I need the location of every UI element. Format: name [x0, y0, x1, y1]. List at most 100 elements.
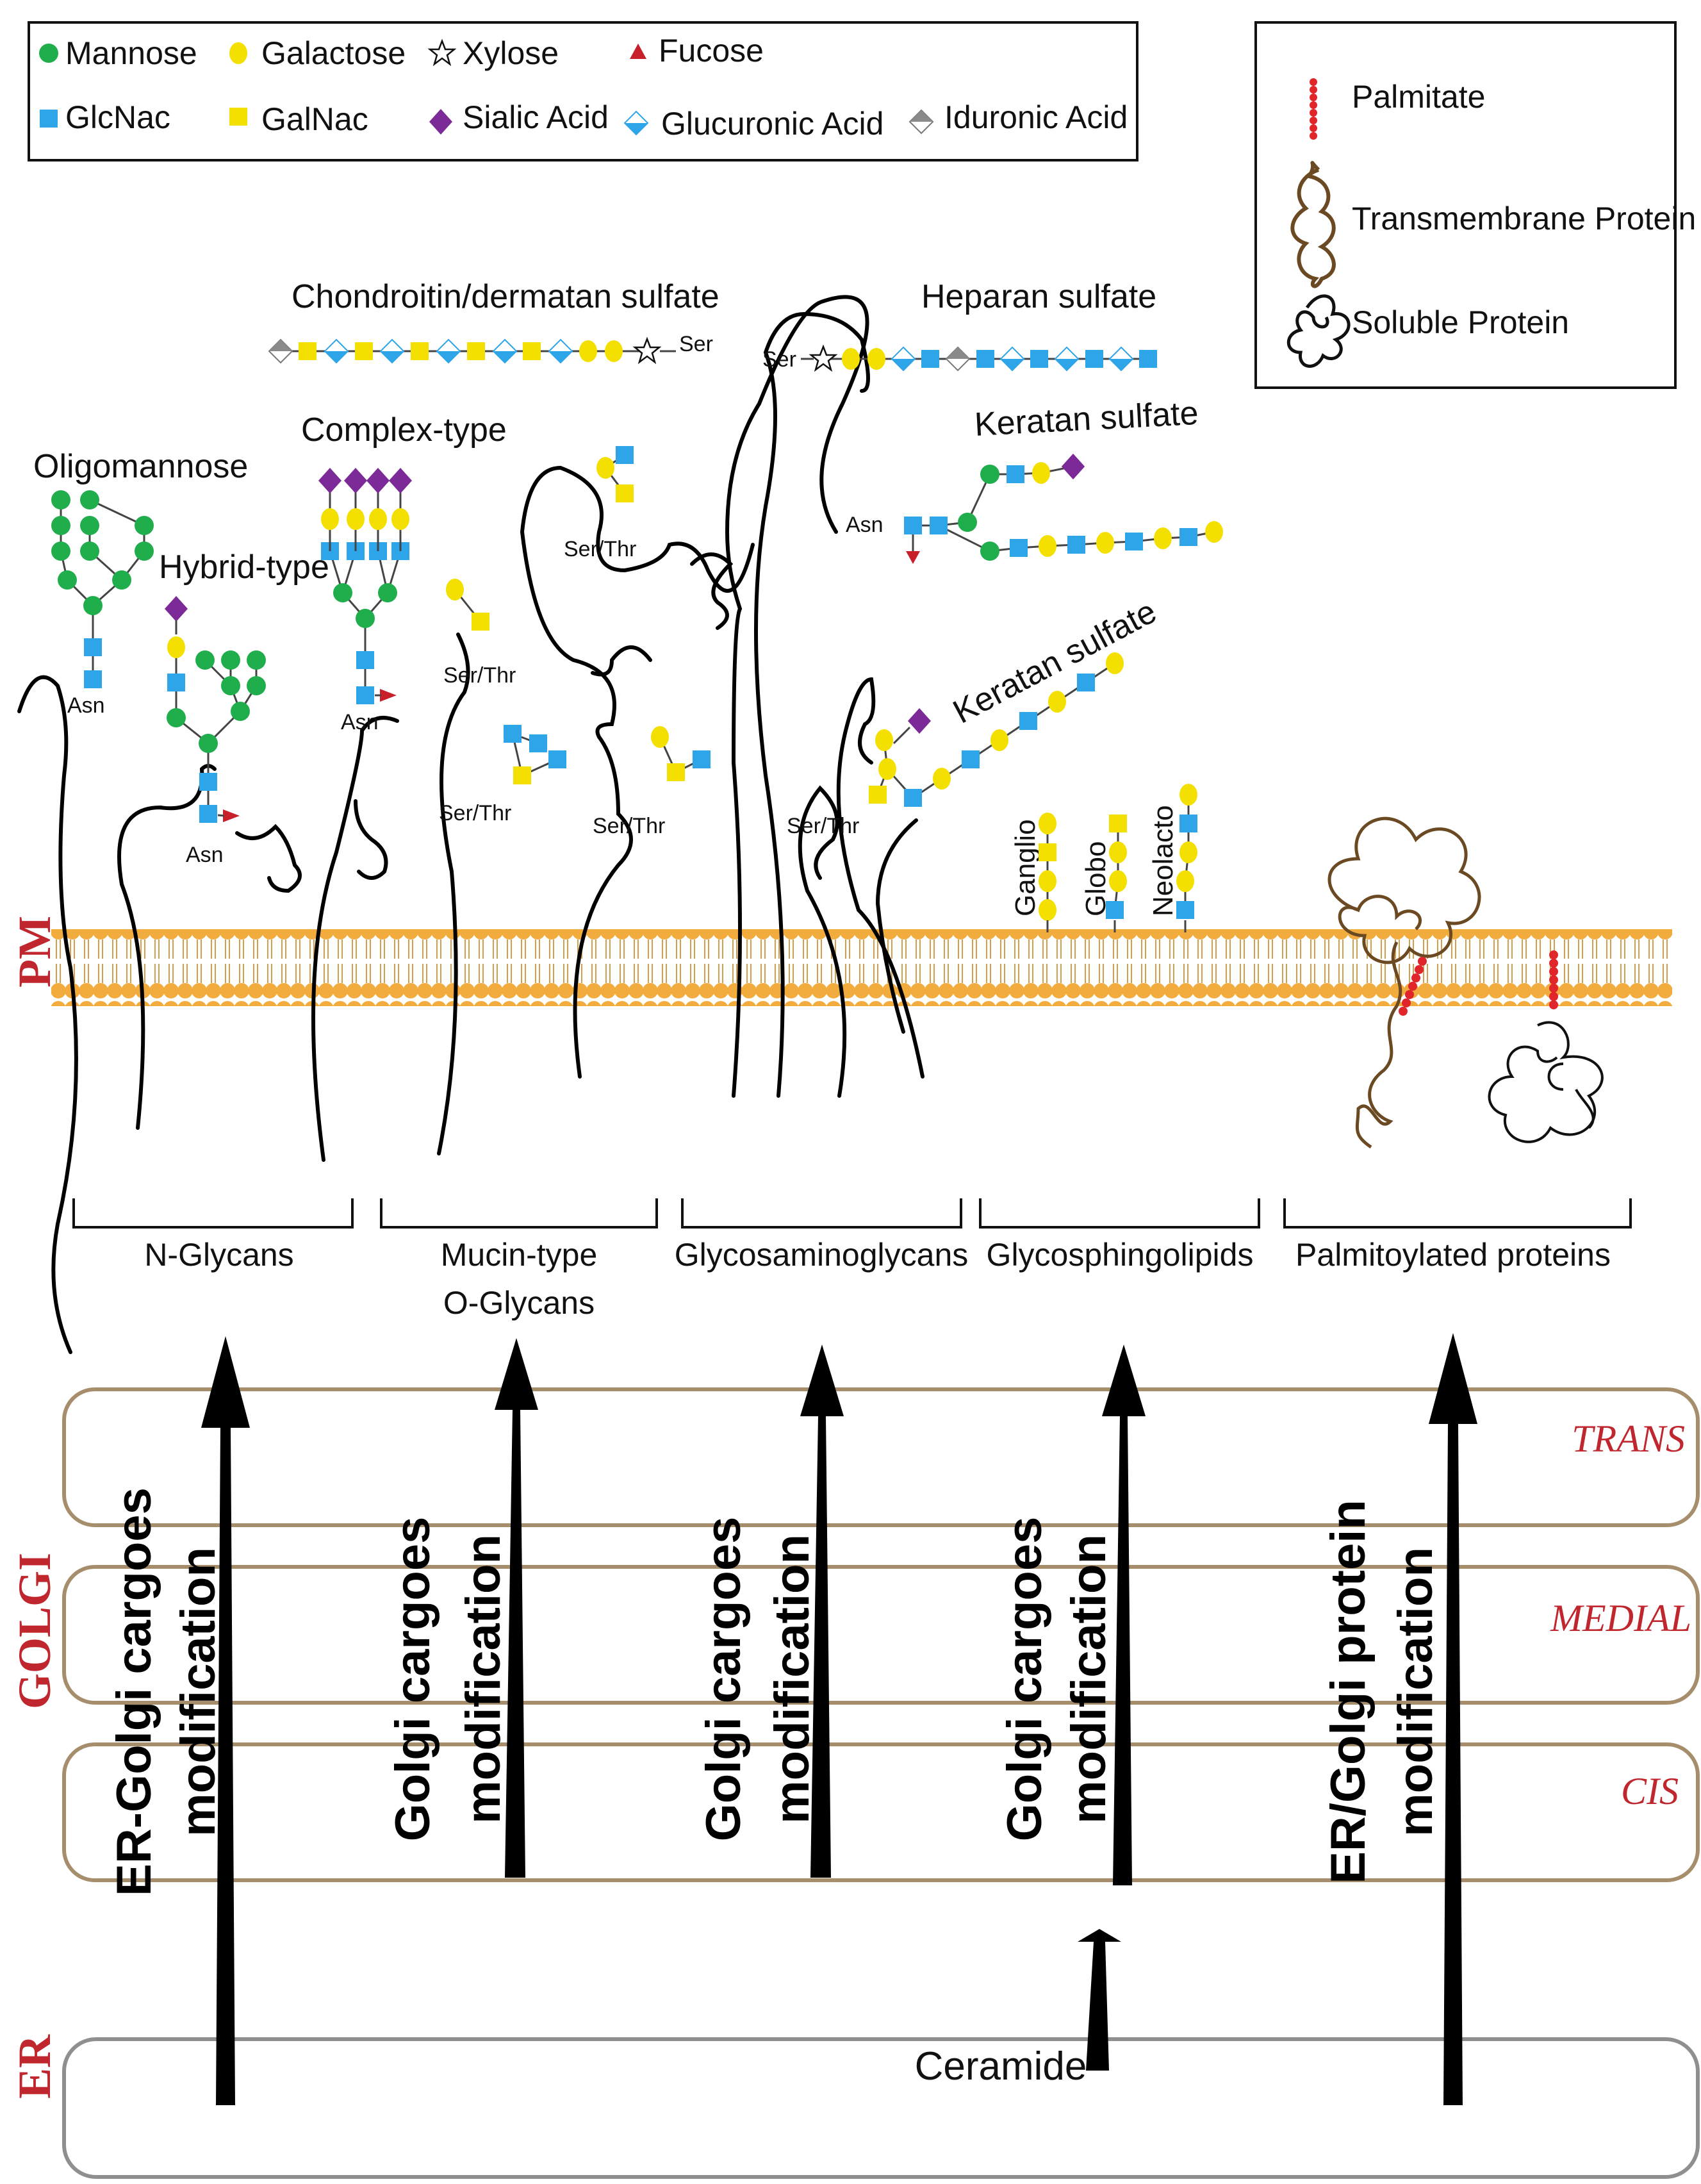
arrow3-line2: modification [765, 1534, 819, 1824]
galnac-icon [472, 613, 489, 631]
legend-iduronic: Iduronic Acid [944, 99, 1128, 135]
legend-galactose: Galactose [261, 35, 406, 71]
galactose-icon [1205, 521, 1223, 543]
category-nglycans: N-Glycans [144, 1237, 293, 1273]
galactose-icon [391, 508, 409, 530]
arrow5-line2: modification [1388, 1547, 1443, 1837]
galactose-icon [321, 508, 339, 530]
arrow-protein [1429, 1333, 1477, 2105]
mannose-icon [958, 513, 977, 532]
glcnac-icon [1007, 465, 1024, 483]
category-mucin-line1: Mucin-type [441, 1237, 598, 1273]
label-pm: PM [9, 916, 60, 988]
galnac-icon [869, 786, 887, 804]
legend-galnac: GalNac [261, 101, 368, 137]
glcnac-icon [1077, 674, 1095, 691]
category-gsl: Glycosphingolipids [987, 1237, 1254, 1273]
serthr-label-3: Ser/Thr [439, 801, 511, 825]
palmitate-icon [1310, 78, 1317, 140]
galactose-icon [1048, 691, 1066, 713]
glucuronic-acid-icon [1055, 347, 1079, 371]
glcnac-icon [40, 110, 58, 128]
arrow3-line1: Golgi cargoes [696, 1517, 751, 1842]
glcnac-icon [1179, 815, 1197, 832]
galactose-icon [651, 726, 669, 748]
glcnac-icon [1106, 901, 1124, 919]
glucuronic-acid-icon [380, 339, 404, 363]
serthr-label-2: Ser/Thr [564, 537, 636, 561]
glcnac-icon [930, 517, 948, 534]
galactose-icon [596, 457, 614, 479]
palmitate-chain-2 [1549, 950, 1558, 1009]
palmitate-chain-1 [1399, 957, 1427, 1016]
glcnac-icon [1010, 539, 1028, 557]
galactose-icon [1176, 870, 1194, 892]
serthr-label-1: Ser/Thr [443, 663, 516, 688]
arrow2-line1: Golgi cargoes [386, 1517, 440, 1842]
glucuronic-acid-icon [624, 111, 648, 135]
glycosidic-link [89, 499, 145, 527]
mannose-icon [199, 734, 218, 753]
glcnac-icon [167, 674, 185, 691]
mannose-icon [83, 596, 103, 615]
fucose-icon [223, 809, 240, 822]
glcnac-icon [976, 350, 994, 368]
sialic-acid-icon [389, 468, 412, 493]
golgi-cis-cisterna [62, 1742, 1700, 1882]
sialic-acid-icon [165, 596, 188, 622]
plasma-membrane [51, 929, 1672, 1006]
glcnac-icon [693, 750, 711, 768]
category-brackets [72, 1198, 1632, 1228]
legend-soluble: Soluble Protein [1352, 304, 1569, 340]
mannose-icon [51, 516, 70, 535]
glcnac-icon [1125, 533, 1143, 550]
mannose-icon [58, 570, 77, 590]
glcnac-icon [504, 725, 522, 743]
galactose-icon [867, 348, 885, 370]
glycan-structures [51, 338, 1223, 932]
mannose-icon [167, 708, 186, 727]
glcnac-icon [199, 805, 217, 823]
iduronic-acid-icon [909, 110, 933, 134]
galactose-icon [579, 340, 597, 362]
arrow-ceramide [1078, 1929, 1121, 2071]
glucuronic-acid-icon [891, 347, 916, 371]
legend-xylose: Xylose [463, 35, 559, 71]
galactose-icon [369, 508, 387, 530]
ser-label-2: Ser [762, 347, 796, 372]
mannose-icon [980, 465, 999, 484]
galactose-icon [1032, 462, 1050, 484]
galactose-icon [1179, 841, 1197, 863]
mannose-icon [221, 650, 240, 670]
galactose-icon [1154, 527, 1172, 549]
label-complex: Complex-type [301, 411, 507, 449]
glcnac-icon [84, 638, 102, 656]
legend-palmitate: Palmitate [1352, 79, 1485, 115]
glcnac-icon [904, 517, 922, 534]
golgi-medial-cisterna [62, 1565, 1700, 1705]
xylose-icon [429, 40, 456, 65]
mannose-icon [135, 542, 154, 561]
mannose-icon [980, 542, 999, 561]
soluble-protein [1488, 1021, 1604, 1143]
galactose-icon [933, 768, 951, 790]
category-palm: Palmitoylated proteins [1295, 1237, 1611, 1273]
mannose-icon [39, 44, 58, 63]
galnac-icon [523, 342, 541, 360]
label-oligomannose: Oligomannose [33, 448, 248, 485]
arrow-gag [800, 1344, 844, 1878]
arrow1-line1: ER-Golgi cargoes [107, 1487, 161, 1896]
glcnac-icon [84, 670, 102, 688]
mannose-icon [135, 516, 154, 535]
asn-label-1: Asn [67, 693, 105, 718]
mannose-icon [378, 583, 397, 602]
galnac-icon [467, 342, 485, 360]
galactose-icon [1106, 652, 1124, 674]
galactose-icon [1039, 899, 1056, 921]
protein-legend: Palmitate Transmembrane Protein Soluble … [1254, 21, 1696, 389]
label-heparan: Heparan sulfate [921, 278, 1156, 315]
glcnac-icon [616, 446, 634, 464]
palmitoylated-proteins [1327, 816, 1604, 1149]
galnac-icon [355, 342, 373, 360]
glcnac-icon [1030, 350, 1048, 368]
